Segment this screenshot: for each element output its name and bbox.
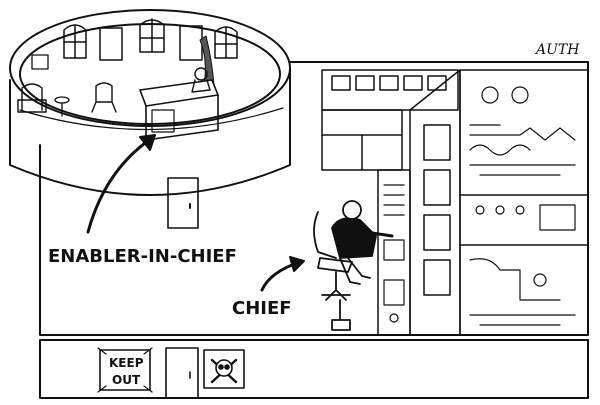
arrow-enabler <box>86 134 156 234</box>
arrow-chief <box>260 256 305 292</box>
keep-out-sign-line2: OUT <box>112 373 141 387</box>
chief-figure <box>313 200 394 331</box>
artist-signature: AUTH <box>534 42 580 58</box>
keep-out-sign: KEEP OUT <box>97 347 153 393</box>
label-chief: CHIEF <box>232 298 292 319</box>
skull-crossbones-icon <box>203 349 245 389</box>
keep-out-sign-line1: KEEP <box>109 356 144 370</box>
oval-office <box>9 9 291 229</box>
oval-office-windows <box>63 18 238 59</box>
control-details <box>383 86 576 326</box>
control-room <box>321 69 589 336</box>
basement-door <box>165 347 199 399</box>
label-enabler-in-chief: ENABLER-IN-CHIEF <box>48 246 237 267</box>
